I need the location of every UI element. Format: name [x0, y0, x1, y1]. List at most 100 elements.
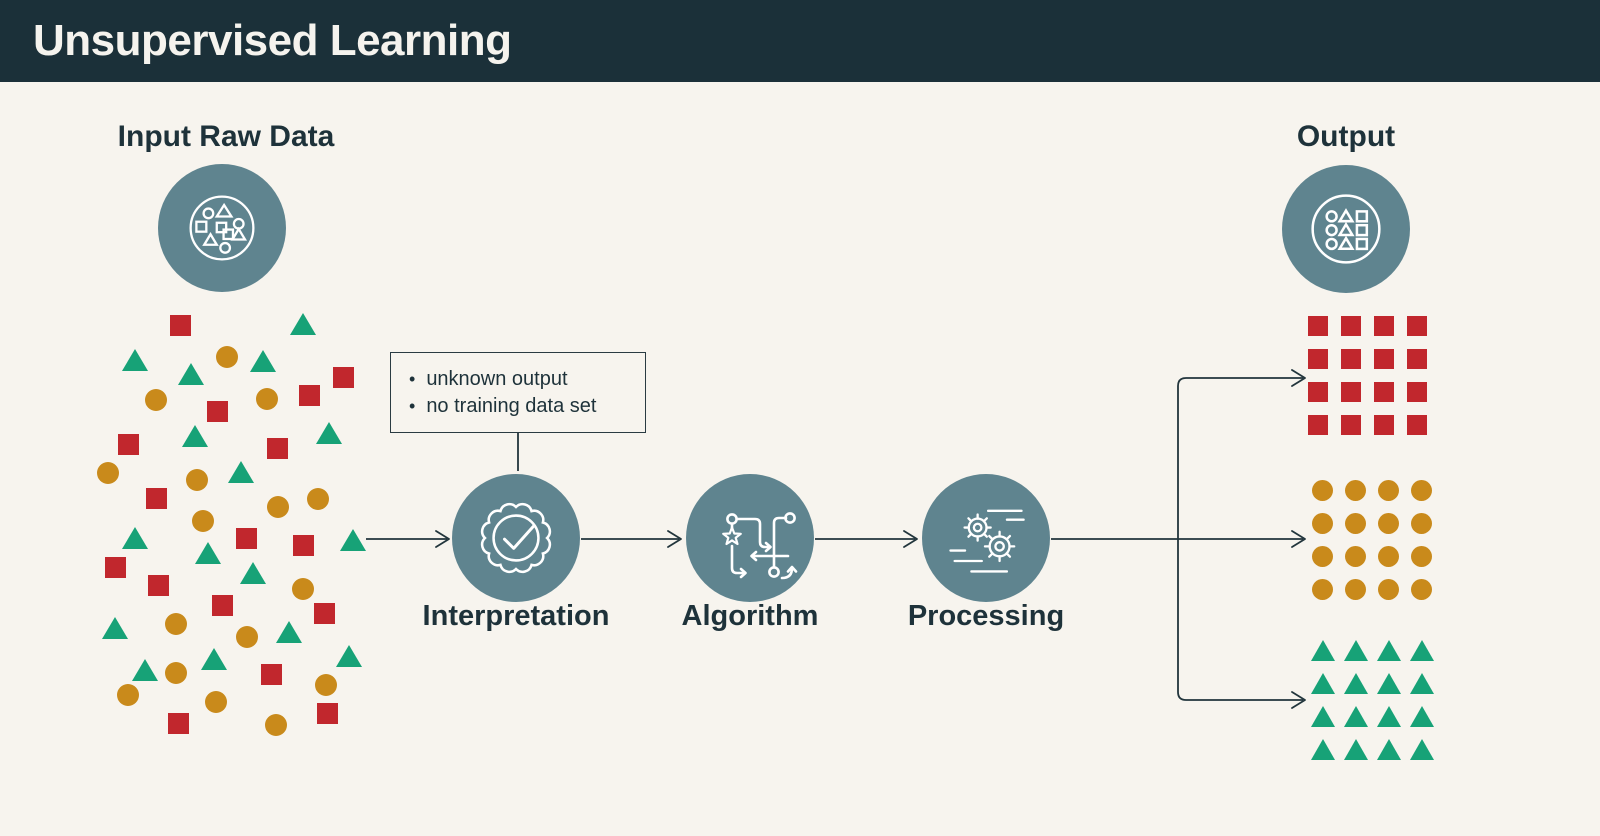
scatter-circle	[265, 714, 287, 736]
flowchart-icon	[722, 512, 798, 580]
gears-icon	[949, 509, 1025, 573]
output-square	[1341, 349, 1361, 369]
processing-node	[922, 474, 1050, 602]
input-raw-data-label: Input Raw Data	[117, 120, 335, 153]
callout-box: • unknown output • no training data set	[390, 352, 646, 433]
scatter-circle	[256, 388, 278, 410]
output-circle	[1345, 513, 1366, 534]
scatter-circle	[236, 626, 258, 648]
output-triangle	[1344, 706, 1368, 727]
scatter-square	[313, 602, 335, 624]
output-square	[1308, 349, 1328, 369]
output-node	[1282, 165, 1410, 293]
bullet-icon: •	[409, 369, 416, 389]
scatter-square	[235, 527, 257, 549]
output-square	[1374, 382, 1394, 402]
output-square	[1407, 382, 1427, 402]
output-triangle	[1410, 706, 1434, 727]
scatter-triangle	[122, 349, 148, 371]
algorithm-node	[686, 474, 814, 602]
scatter-square	[292, 534, 314, 556]
bullet-icon: •	[409, 396, 416, 416]
arrowhead-icon	[1291, 530, 1306, 548]
scatter-circle	[307, 488, 329, 510]
scatter-circle	[205, 691, 227, 713]
output-circle	[1411, 480, 1432, 501]
scatter-circle	[292, 578, 314, 600]
output-square	[1341, 382, 1361, 402]
output-triangle	[1410, 673, 1434, 694]
output-circle	[1312, 546, 1333, 567]
branch-connector	[1177, 377, 1303, 701]
output-square	[1374, 316, 1394, 336]
scatter-triangle	[336, 645, 362, 667]
output-circle	[1378, 579, 1399, 600]
interpretation-label: Interpretation	[422, 600, 610, 632]
output-label: Output	[1296, 120, 1396, 153]
output-triangle	[1410, 739, 1434, 760]
arrowhead-icon	[435, 530, 450, 548]
output-triangle	[1344, 640, 1368, 661]
scatter-triangle	[178, 363, 204, 385]
output-circle	[1312, 513, 1333, 534]
badge-check-icon	[480, 502, 552, 574]
scatter-triangle	[276, 621, 302, 643]
scatter-square	[316, 702, 338, 724]
callout-item: • no training data set	[409, 393, 645, 420]
output-circle	[1345, 480, 1366, 501]
output-circle	[1378, 480, 1399, 501]
scatter-square	[298, 384, 320, 406]
scatter-circle	[315, 674, 337, 696]
output-triangle	[1311, 706, 1335, 727]
scatter-triangle	[250, 350, 276, 372]
output-triangle	[1377, 739, 1401, 760]
scatter-square	[117, 433, 139, 455]
scatter-triangle	[228, 461, 254, 483]
output-square	[1341, 415, 1361, 435]
scatter-circle	[117, 684, 139, 706]
scatter-triangle	[316, 422, 342, 444]
scatter-circle	[216, 346, 238, 368]
arrowhead-icon	[1291, 369, 1306, 387]
arrowhead-icon	[903, 530, 918, 548]
raw-data-icon	[189, 195, 255, 261]
output-circle	[1378, 513, 1399, 534]
input-raw-data-node	[158, 164, 286, 292]
output-triangle	[1377, 673, 1401, 694]
output-circle	[1378, 546, 1399, 567]
processing-label: Processing	[907, 600, 1065, 632]
arrowhead-icon	[667, 530, 682, 548]
scatter-square	[206, 400, 228, 422]
scatter-square	[167, 712, 189, 734]
scatter-square	[147, 574, 169, 596]
scatter-square	[266, 437, 288, 459]
output-square	[1374, 415, 1394, 435]
scatter-triangle	[340, 529, 366, 551]
scatter-circle	[267, 496, 289, 518]
output-circle	[1411, 513, 1432, 534]
scatter-circle	[186, 469, 208, 491]
sorted-data-icon	[1311, 194, 1381, 264]
scatter-triangle	[195, 542, 221, 564]
output-circle	[1345, 579, 1366, 600]
scatter-triangle	[102, 617, 128, 639]
arrowhead-icon	[1291, 691, 1306, 709]
interpretation-node	[452, 474, 580, 602]
output-square	[1308, 415, 1328, 435]
output-square	[1374, 349, 1394, 369]
output-triangle	[1410, 640, 1434, 661]
output-square	[1308, 316, 1328, 336]
scatter-triangle	[290, 313, 316, 335]
scatter-circle	[192, 510, 214, 532]
scatter-square	[145, 487, 167, 509]
page-title: Unsupervised Learning	[33, 16, 512, 65]
scatter-triangle	[201, 648, 227, 670]
scatter-circle	[145, 389, 167, 411]
output-square	[1407, 316, 1427, 336]
output-square	[1308, 382, 1328, 402]
output-circle	[1411, 579, 1432, 600]
title-bar: Unsupervised Learning	[0, 0, 1600, 82]
scatter-triangle	[182, 425, 208, 447]
output-square	[1341, 316, 1361, 336]
